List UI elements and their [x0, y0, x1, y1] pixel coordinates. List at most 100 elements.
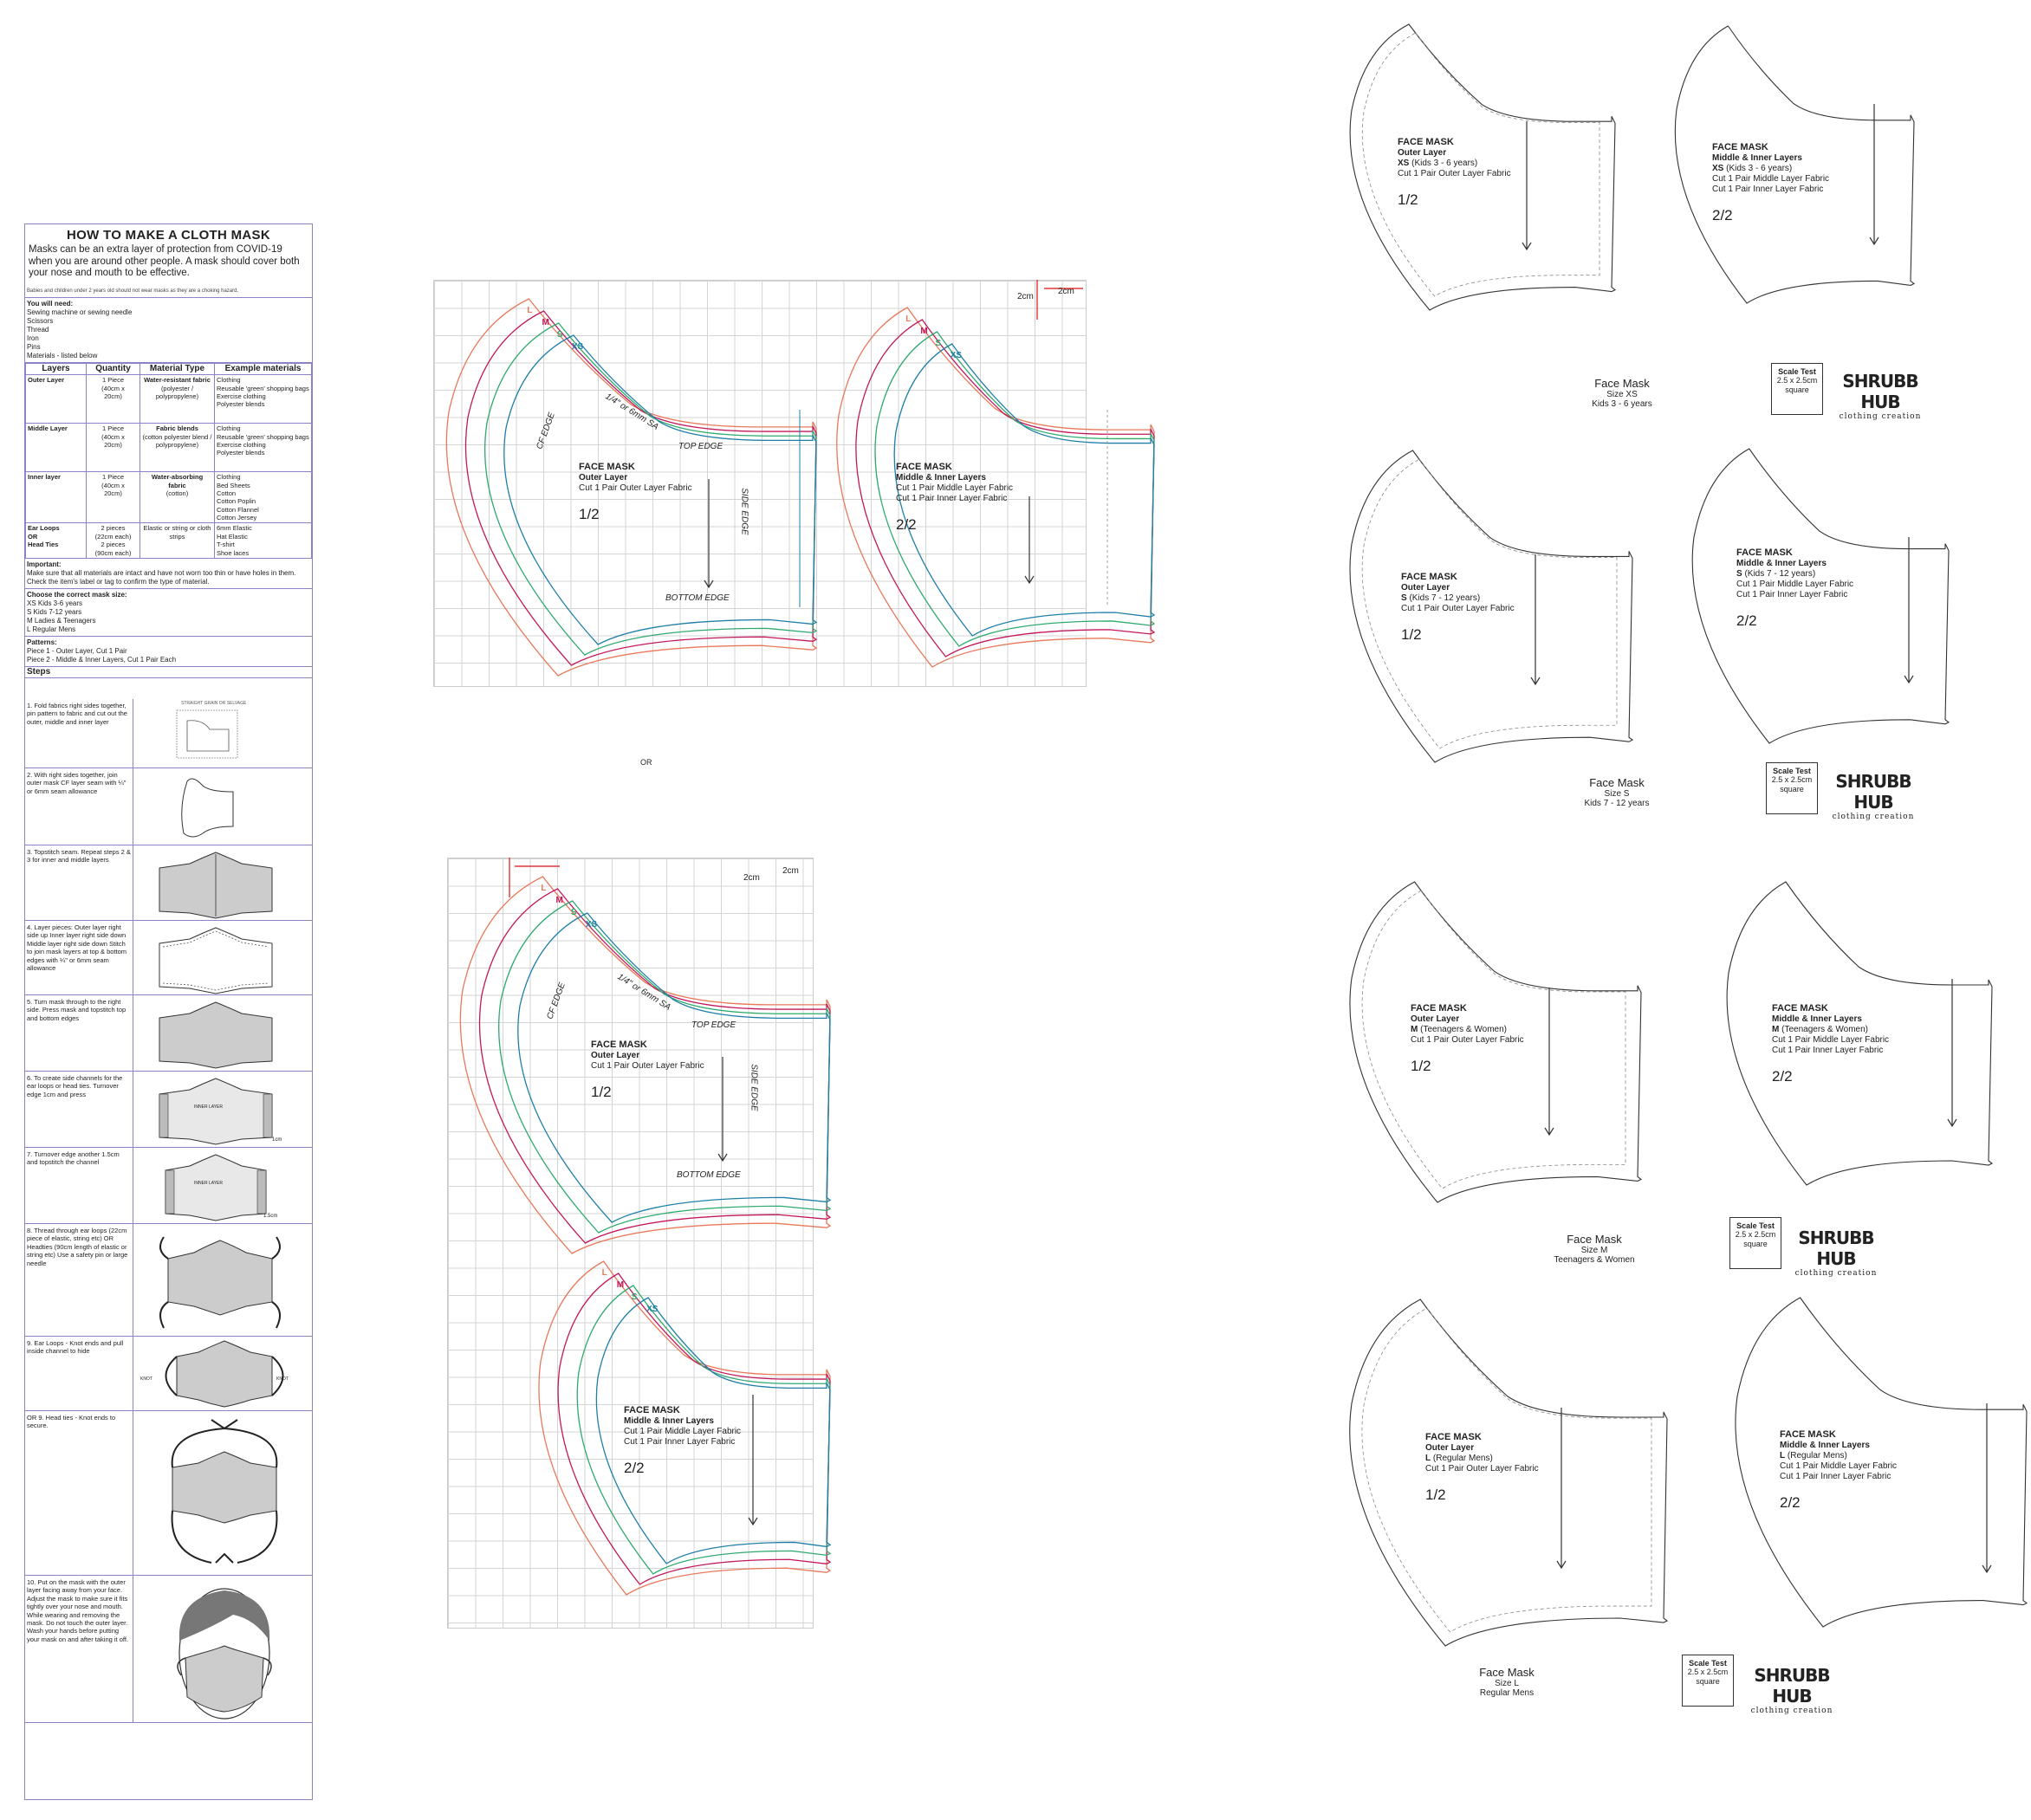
pattern-title: FACE MASK: [624, 1405, 680, 1415]
pattern-cut: Cut 1 Pair Middle Layer Fabric: [1712, 174, 1830, 185]
step-item: 3. Topstitch seam. Repeat steps 2 & 3 fo…: [25, 845, 312, 921]
pattern-size: XS: [1712, 164, 1724, 174]
pattern-size: L: [1425, 1454, 1431, 1464]
step-illustration: [133, 921, 312, 994]
printable-pattern-shapes: [1349, 23, 2028, 1647]
pattern-cut: Cut 1 Pair Inner Layer Fabric: [1736, 590, 1848, 600]
size-mark-label: L: [905, 314, 911, 324]
pattern-title: FACE MASK: [1398, 137, 1454, 147]
cf-seam-diagram: [181, 778, 234, 838]
fold-label: STRAIGHT GRAIN OR SELVAGE: [181, 701, 247, 706]
scale-title: Scale Test: [1689, 1659, 1727, 1668]
scale-unit: square: [1743, 1239, 1768, 1248]
step-illustration: [133, 845, 312, 920]
topstitch-diagram: [159, 852, 273, 919]
size-outline-l: [445, 298, 818, 677]
pattern-layer: Outer Layer: [1425, 1443, 1475, 1454]
type-cell: (cotton): [165, 489, 189, 497]
step-illustration: INNER LAYER 1.5cm: [133, 1148, 312, 1223]
seam-allowance-line: [1361, 1307, 1652, 1633]
grainline-arrow-head: [748, 1517, 758, 1526]
label-title: Face Mask: [1479, 1666, 1535, 1679]
qty-cell: 1 Piece (40cm x 20cm): [86, 471, 140, 524]
pattern-layer: Outer Layer: [591, 1051, 640, 1061]
important-title: Important:: [27, 560, 62, 568]
inner-pattern-info: FACE MASK Middle & Inner Layers S (Kids …: [1736, 547, 1853, 631]
pattern-piece: 2/2: [1736, 612, 1757, 630]
size-title: Choose the correct mask size:: [27, 590, 127, 599]
type-cell: Elastic or string or cloth strips: [140, 522, 215, 559]
pattern-piece: 2/2: [1772, 1068, 1793, 1085]
size-mark-label: S: [571, 908, 577, 917]
examples-cell: Clothing Bed Sheets Cotton Cotton Poplin…: [214, 471, 312, 524]
size-outline-m: [557, 1273, 832, 1585]
grainline-arrow-head: [1522, 242, 1532, 251]
table-header: Material Type: [140, 362, 215, 376]
step-text: 4. Layer pieces: Outer layer right side …: [27, 923, 127, 972]
wearing-mask-diagram: [177, 1588, 272, 1720]
need-title: You will need:: [27, 299, 74, 308]
important-note: Important: Make sure that all materials …: [25, 559, 312, 589]
size-mark-label: XS: [586, 920, 598, 929]
scale-title: Scale Test: [1773, 767, 1811, 775]
pattern-cut: Cut 1 Pair Outer Layer Fabric: [579, 483, 692, 494]
inner-pattern-info: FACE MASK Middle & Inner Layers M (Teena…: [1772, 1003, 1889, 1086]
pattern-info: FACE MASK Middle & Inner Layers Cut 1 Pa…: [896, 462, 1013, 534]
size-outline-l: [538, 1260, 832, 1596]
dim-label: 2cm: [1017, 292, 1034, 301]
layer-name: Middle Layer: [28, 424, 68, 433]
pattern-title: FACE MASK: [591, 1040, 647, 1050]
pattern-cut: Cut 1 Pair Inner Layer Fabric: [896, 494, 1008, 504]
size-outline-xs: [595, 1297, 832, 1564]
pattern-size-desc: (Regular Mens): [1787, 1451, 1847, 1461]
layer-name: Ear Loops OR Head Ties: [28, 524, 60, 549]
label-age: Regular Mens: [1479, 1688, 1535, 1698]
table-row: Middle Layer 1 Piece (40cm x 20cm) Fabri…: [25, 423, 312, 473]
pattern-piece: 1/2: [1425, 1486, 1446, 1504]
inner-pattern-outline: [1735, 1297, 2028, 1628]
step-item: 1. Fold fabrics right sides together, pi…: [25, 699, 312, 768]
patterns-list: Piece 1 - Outer Layer, Cut 1 Pair Piece …: [27, 646, 177, 664]
label-title: Face Mask: [1594, 377, 1650, 390]
examples-cell: 6mm Elastic Hat Elastic T-shirt Shoe lac…: [214, 522, 312, 559]
pattern-size: M: [1411, 1025, 1418, 1035]
fold-diagram: [176, 709, 238, 759]
grainline-arrow-head: [1904, 675, 1914, 684]
bottom-edge-label: BOTTOM EDGE: [665, 593, 730, 603]
pattern-cut: Cut 1 Pair Outer Layer Fabric: [1401, 604, 1515, 614]
size-outline-l: [459, 876, 832, 1254]
outer-pattern-info: FACE MASK Outer Layer XS (Kids 3 - 6 yea…: [1398, 137, 1511, 210]
patterns-title: Patterns:: [27, 638, 57, 646]
size-mark-label: M: [920, 327, 927, 336]
step-illustration: [133, 1576, 312, 1722]
table-header-row: Layers Quantity Material Type Example ma…: [25, 362, 312, 376]
instruction-sheet: HOW TO MAKE A CLOTH MASK Masks can be an…: [24, 223, 313, 1800]
type-bold: Water-absorbing fabric: [151, 473, 204, 489]
step-item: 10. Put on the mask with the outer layer…: [25, 1576, 312, 1723]
step-illustration: [133, 768, 312, 845]
outer-pattern-info: FACE MASK Outer Layer M (Teenagers & Wom…: [1411, 1003, 1524, 1076]
size-guide: Choose the correct mask size: XS Kids 3-…: [25, 589, 312, 637]
seam-allowance-line: [1361, 890, 1626, 1189]
pattern-layer: Outer Layer: [1398, 148, 1447, 159]
top-edge-label: TOP EDGE: [691, 1020, 736, 1030]
pattern-cut: Cut 1 Pair Outer Layer Fabric: [1411, 1035, 1524, 1046]
outer-pattern-info: FACE MASK Outer Layer S (Kids 7 - 12 yea…: [1401, 572, 1515, 644]
step-item: 5. Turn mask through to the right side. …: [25, 995, 312, 1072]
sheet-title: HOW TO MAKE A CLOTH MASK: [67, 228, 270, 243]
step-text: 7. Turnover edge another 1.5cm and topst…: [27, 1150, 120, 1167]
pattern-piece: 1/2: [1411, 1058, 1431, 1075]
ear-loop-thread-diagram: [159, 1236, 281, 1329]
cm-label: 1.5cm: [263, 1214, 278, 1219]
inner-pattern-outline: [1691, 448, 1950, 744]
step-text: 8. Thread through ear loops (22cm piece …: [27, 1227, 128, 1267]
size-outline-s: [484, 322, 818, 656]
step-text: OR 9. Head ties - Knot ends to secure.: [27, 1414, 116, 1430]
pattern-grid-sheet: [433, 280, 1087, 687]
pattern-size-desc: (Kids 3 - 6 years): [1411, 159, 1478, 169]
